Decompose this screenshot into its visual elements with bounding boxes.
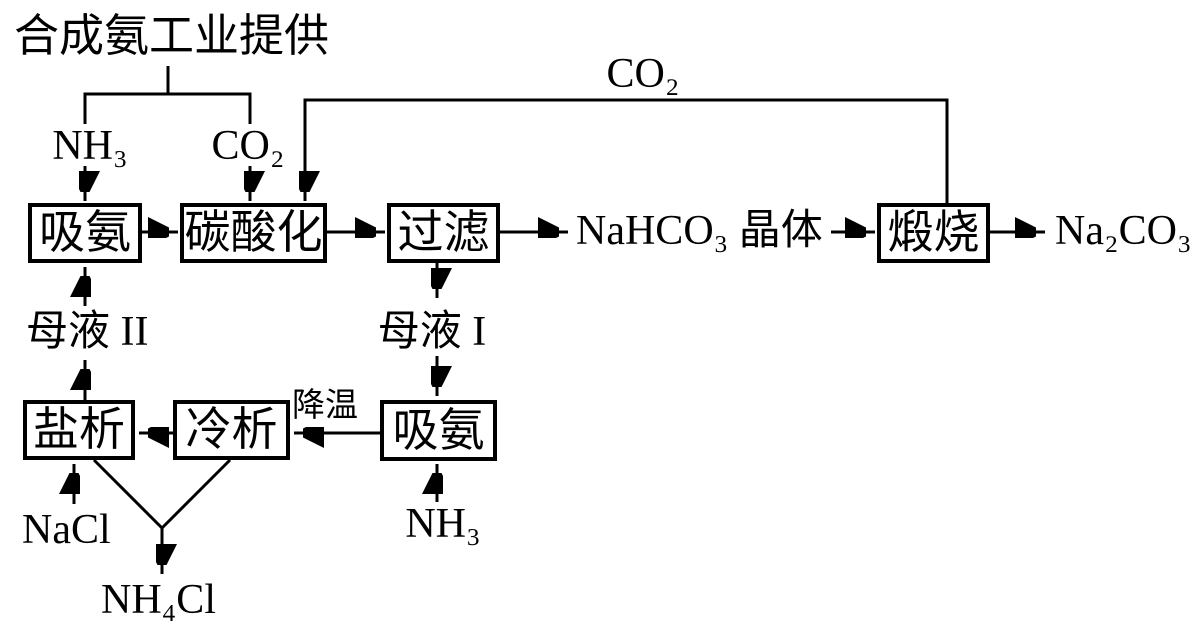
box-filtration: 过滤: [387, 203, 500, 263]
label-cooling: 降温: [292, 388, 358, 424]
box-cold-precipitation-label: 冷析: [185, 404, 278, 455]
label-nh4cl: NH₄Cl: [101, 577, 216, 623]
line-saltingout-to-vertex: [92, 458, 164, 530]
arrow-co2-recycle-loop: [305, 98, 949, 203]
line-coldprecip-to-vertex: [160, 458, 232, 530]
title-ammonia-industry: 合成氨工业提供: [14, 11, 330, 61]
box-salting-out-label: 盐析: [33, 404, 125, 455]
branch-bar: [83, 92, 252, 124]
box-calcination: 煅烧: [877, 203, 990, 263]
label-mother-liquor-1: 母液 I: [377, 309, 487, 355]
box-absorb-ammonia-2: 吸氨: [380, 400, 497, 461]
label-mother-liquor-2: 母液 II: [26, 309, 149, 355]
box-filtration-label: 过滤: [397, 207, 490, 258]
label-co2-recycle: CO₂: [606, 51, 680, 97]
box-absorb-ammonia-1-label: 吸氨: [39, 207, 131, 258]
box-absorb-ammonia-2-label: 吸氨: [392, 404, 485, 456]
box-carbonation: 碳酸化: [180, 203, 327, 263]
box-salting-out: 盐析: [23, 400, 135, 460]
label-co2-top: CO₂: [211, 123, 285, 169]
label-nh3-top: NH₃: [52, 123, 128, 169]
box-absorb-ammonia-1: 吸氨: [28, 203, 142, 263]
label-nh3-bottom: NH₃: [405, 501, 481, 547]
box-cold-precipitation: 冷析: [173, 400, 290, 460]
box-calcination-label: 煅烧: [887, 207, 980, 258]
label-na2co3: Na₂CO₃: [1055, 208, 1192, 254]
label-nacl: NaCl: [22, 507, 111, 553]
box-carbonation-label: 碳酸化: [184, 207, 323, 258]
label-nahco3-crystal: NaHCO₃ 晶体: [576, 208, 823, 254]
